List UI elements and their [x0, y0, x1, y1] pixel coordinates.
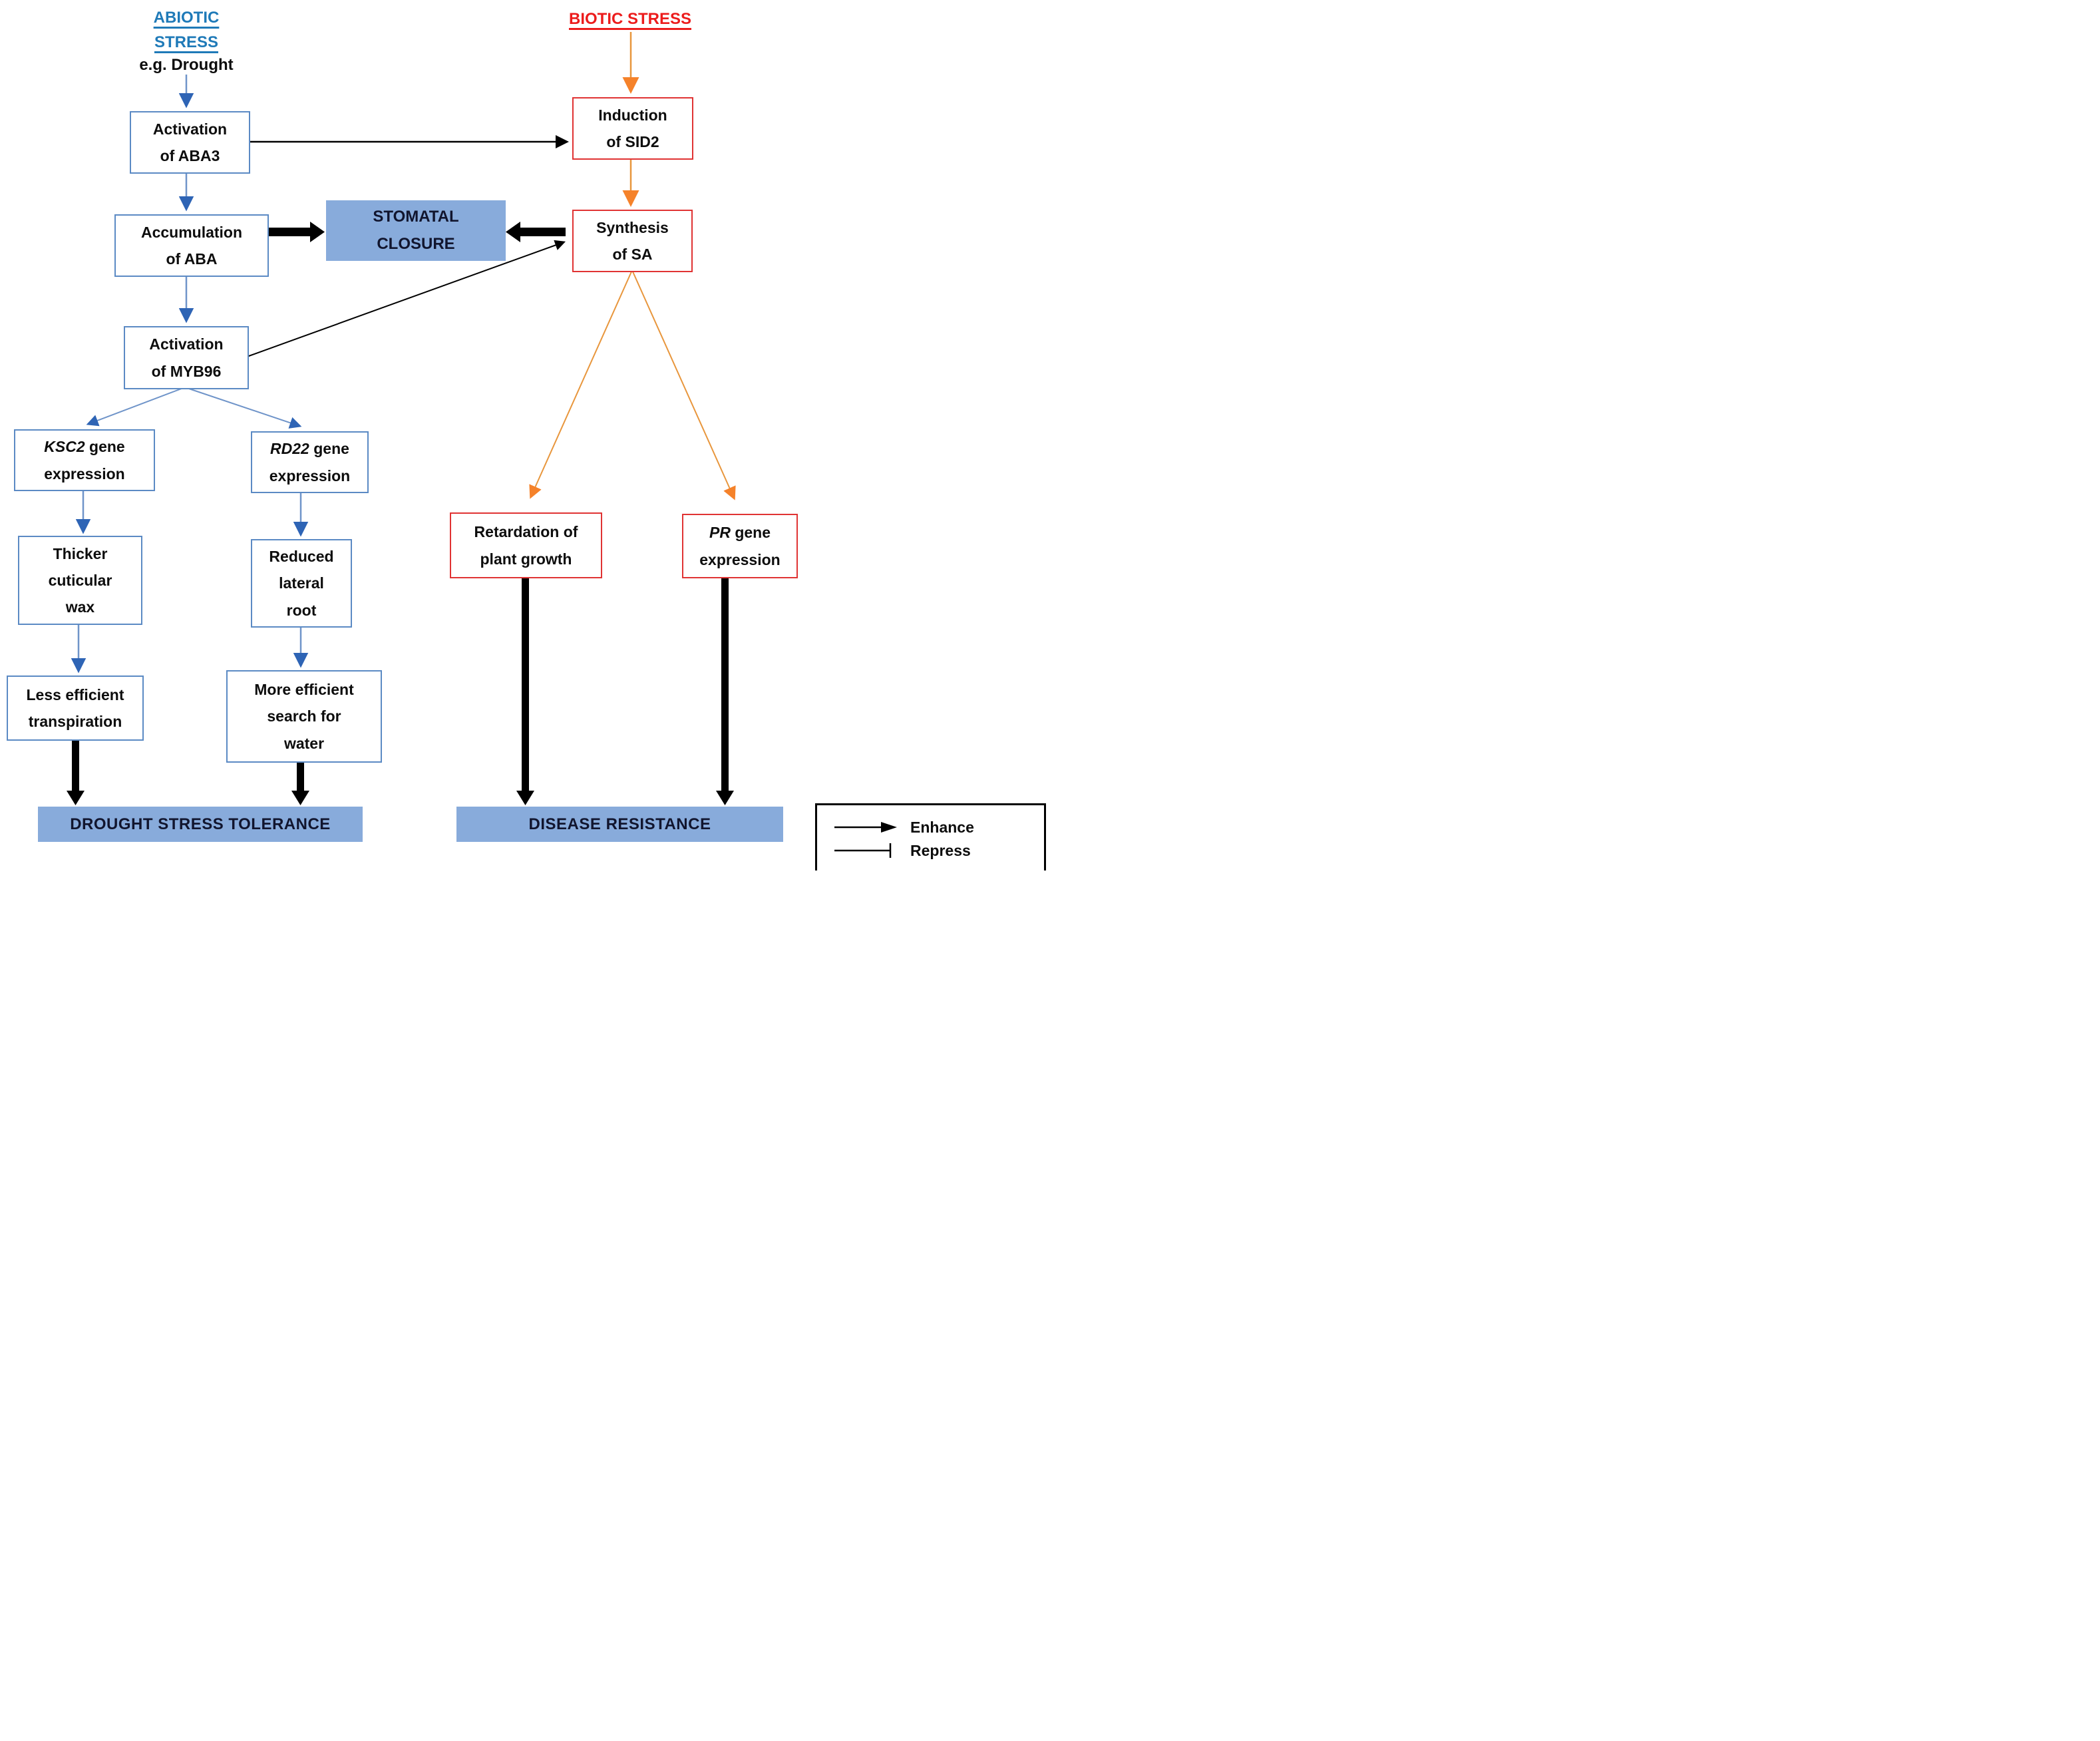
pr-gene-name: PR [709, 524, 731, 542]
biotic-stress-title: BIOTIC STRESS [544, 7, 717, 31]
legend-row-repress: Repress [817, 842, 1044, 860]
abiotic-title-line2: STRESS [154, 33, 219, 52]
legend-row-enhance: Enhance [817, 819, 1044, 837]
box-thicker-cuticular-wax: Thicker cuticular wax [18, 536, 142, 625]
box-activation-of-aba3: Activation of ABA3 [130, 111, 250, 174]
block-arrow-water-to-drought [291, 760, 309, 805]
block-arrow-retardation-to-disease [516, 576, 534, 805]
block-arrow-sa-to-stomatal [506, 222, 566, 242]
legend: Enhance Repress [815, 803, 1046, 870]
box-pr-gene-expression: PR gene expression [682, 514, 798, 578]
block-arrow-transpiration-to-drought [67, 738, 85, 805]
box-ksc2-gene-expression: KSC2 gene expression [14, 429, 155, 491]
rd22-gene-name: RD22 [270, 440, 309, 458]
box-retardation-of-plant-growth: Retardation of plant growth [450, 512, 602, 578]
legend-repress-label: Repress [910, 841, 971, 859]
ksc2-gene-name: KSC2 [44, 438, 85, 456]
box-more-efficient-search-for-water: More efficient search for water [226, 670, 382, 763]
box-activation-of-myb96: Activation of MYB96 [124, 326, 249, 389]
banner-drought-stress-tolerance: DROUGHT STRESS TOLERANCE [38, 807, 363, 842]
arrow-myb96-to-sa [246, 240, 566, 357]
connector-layer [67, 32, 736, 805]
diagram-canvas: ABIOTIC STRESS e.g. Drought BIOTIC STRES… [0, 0, 1050, 870]
arrow-myb96-to-rd22 [184, 387, 302, 429]
legend-enhance-label: Enhance [910, 818, 974, 836]
box-accumulation-of-aba: Accumulation of ABA [114, 214, 269, 277]
arrow-sa-to-retardation [529, 270, 633, 499]
repress-bar-icon [834, 843, 892, 858]
block-arrow-aba-to-stomatal [269, 222, 325, 242]
banner-disease-resistance: DISEASE RESISTANCE [456, 807, 783, 842]
enhance-arrow-icon [834, 822, 897, 833]
box-synthesis-of-sa: Synthesis of SA [572, 210, 693, 272]
block-arrow-pr-to-disease [716, 576, 734, 805]
abiotic-title-line1: ABIOTIC [153, 9, 220, 27]
box-reduced-lateral-root: Reduced lateral root [251, 539, 352, 628]
box-induction-of-sid2: Induction of SID2 [572, 97, 693, 160]
panel-stomatal-closure: STOMATAL CLOSURE [326, 200, 506, 261]
box-rd22-gene-expression: RD22 gene expression [251, 431, 369, 493]
abiotic-stress-title: ABIOTIC STRESS [113, 5, 260, 55]
box-less-efficient-transpiration: Less efficient transpiration [7, 676, 144, 741]
biotic-title-line: BIOTIC STRESS [568, 10, 692, 28]
arrow-sa-to-pr [631, 270, 736, 500]
abiotic-example-label: e.g. Drought [139, 56, 234, 74]
arrow-myb96-to-ksc2 [86, 387, 186, 427]
